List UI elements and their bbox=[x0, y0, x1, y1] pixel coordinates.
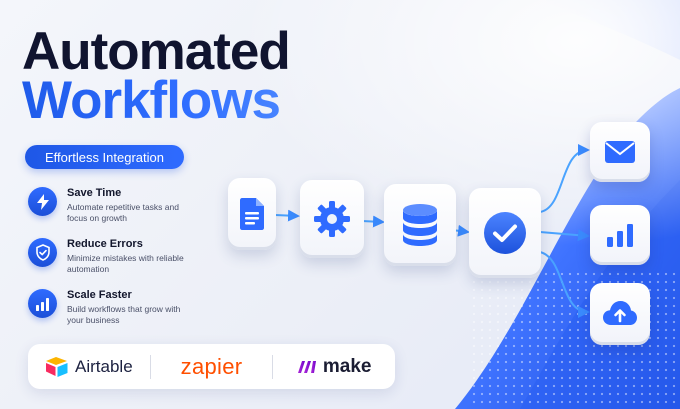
brand-airtable: Airtable bbox=[28, 344, 150, 389]
brand-name: Airtable bbox=[75, 356, 133, 376]
airtable-logo bbox=[46, 356, 68, 377]
mail-icon bbox=[605, 141, 635, 163]
feature-title: Scale Faster bbox=[67, 289, 132, 301]
headline-line-2: Workflows bbox=[22, 74, 290, 127]
brand-name: make bbox=[322, 355, 372, 377]
divider bbox=[149, 354, 151, 379]
output-analytics bbox=[590, 205, 650, 265]
brand-make: make bbox=[273, 344, 395, 389]
document-icon bbox=[240, 198, 264, 230]
checkmark-icon bbox=[484, 212, 526, 254]
feature-title: Save Time bbox=[67, 187, 122, 199]
step-database bbox=[384, 184, 456, 266]
output-cloud bbox=[590, 283, 650, 345]
feature-save-time: Save Time Automate repetitive tasks and … bbox=[28, 187, 187, 224]
integrations-bar: Airtable zapier make bbox=[28, 344, 395, 389]
lightning-icon bbox=[28, 187, 57, 216]
tagline-pill: Effortless Integration bbox=[25, 145, 184, 169]
zapier-logo: zapier bbox=[180, 353, 243, 379]
cloud-upload-icon bbox=[603, 301, 637, 325]
headline: Automated Workflows bbox=[22, 22, 291, 127]
feature-reduce-errors: Reduce Errors Minimize mistakes with rel… bbox=[28, 238, 187, 275]
brand-zapier: zapier bbox=[151, 344, 273, 389]
headline-line-1: Automated bbox=[22, 22, 291, 81]
bar-chart-icon bbox=[28, 289, 57, 318]
feature-description: Automate repetitive tasks and focus on g… bbox=[67, 202, 179, 223]
output-email bbox=[590, 122, 650, 182]
step-document bbox=[228, 178, 276, 250]
gear-icon bbox=[314, 201, 350, 237]
divider bbox=[272, 354, 274, 379]
step-process bbox=[300, 180, 364, 258]
make-logo bbox=[297, 360, 316, 373]
feature-description: Minimize mistakes with reliable automati… bbox=[67, 253, 184, 274]
feature-scale-faster: Scale Faster Build workflows that grow w… bbox=[28, 289, 187, 326]
feature-description: Build workflows that grow with your busi… bbox=[67, 304, 181, 325]
database-icon bbox=[403, 204, 437, 246]
bar-chart-icon bbox=[607, 224, 633, 247]
step-complete bbox=[469, 188, 541, 278]
feature-title: Reduce Errors bbox=[67, 238, 143, 250]
shield-check-icon bbox=[28, 238, 57, 267]
